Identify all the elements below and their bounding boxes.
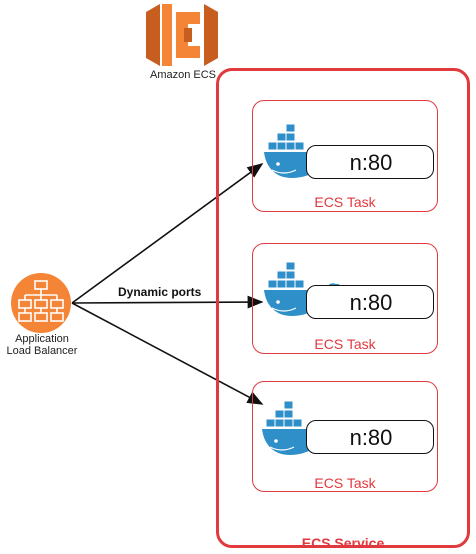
ecs-service-label: ECS Service <box>301 535 385 551</box>
arrow-to-task-3 <box>71 302 264 405</box>
amazon-ecs-icon <box>146 4 218 66</box>
port-text: n:80 <box>349 290 393 315</box>
port-text: n:80 <box>349 425 393 450</box>
ecs-task-label: ECS Task <box>314 194 376 210</box>
alb-label: Application Load Balancer <box>0 333 84 357</box>
ecs-task-box <box>252 243 438 354</box>
ecs-task-box <box>252 381 438 492</box>
port-mapping <box>306 145 434 179</box>
arrows <box>71 163 264 405</box>
ecs-task-label: ECS Task <box>314 336 376 352</box>
ecs-service-box <box>216 68 470 548</box>
ecs-task-box <box>252 100 438 212</box>
port-text: n:80 <box>349 150 393 175</box>
arrow-to-task-2 <box>71 295 264 309</box>
ecs-task-label: ECS Task <box>314 475 376 491</box>
application-load-balancer-icon <box>11 273 71 333</box>
arrow-to-task-1 <box>71 163 264 304</box>
alb-label-line2: Load Balancer <box>6 345 78 357</box>
alb-label-line1: Application <box>15 333 69 345</box>
port-mapping <box>306 285 434 319</box>
edge-label: Dynamic ports <box>118 285 202 299</box>
ecs-title: Amazon ECS <box>149 69 217 81</box>
port-mapping <box>306 420 434 454</box>
